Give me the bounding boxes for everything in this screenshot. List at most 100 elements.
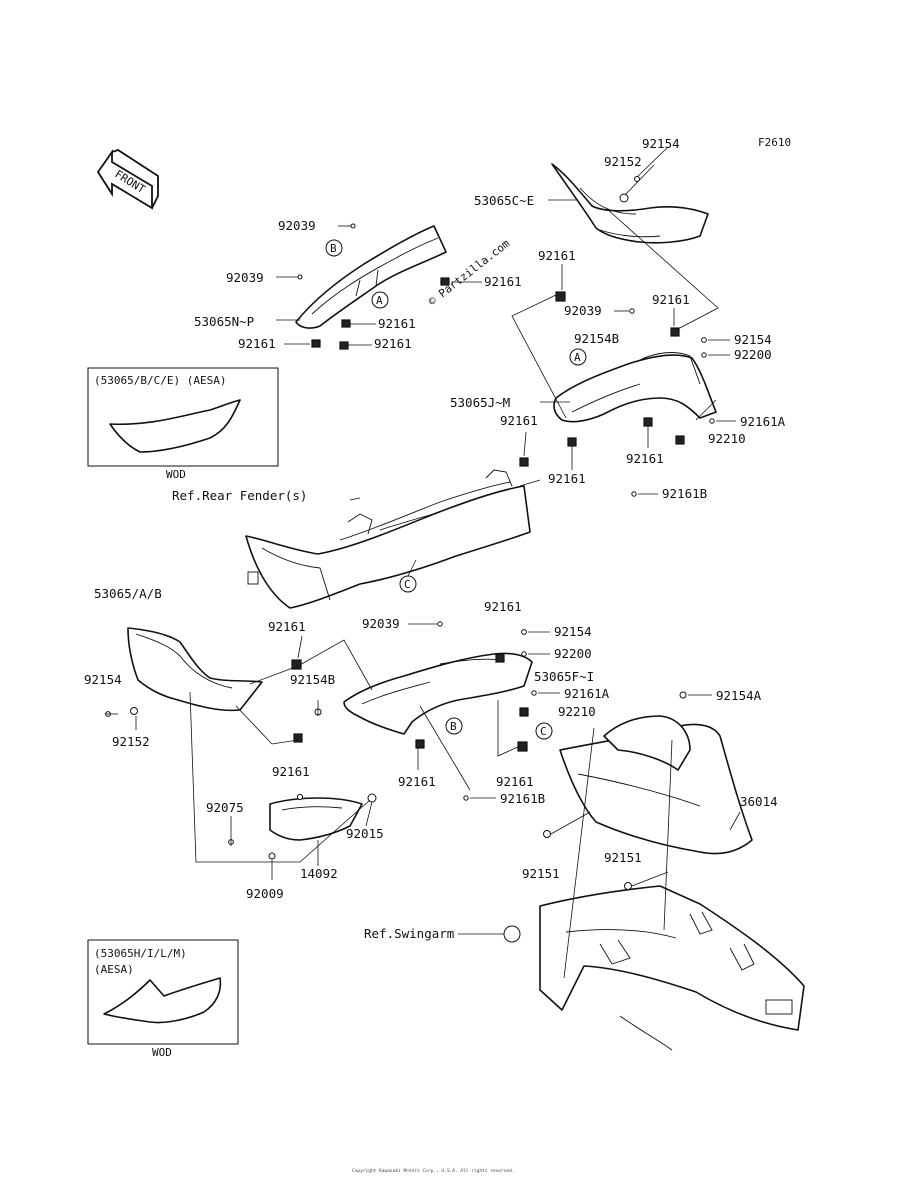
grommet-92161-m3: [643, 417, 653, 427]
side-cover-lower-left: [127, 627, 263, 712]
label-53065-A-B: 53065/A/B: [94, 586, 162, 601]
label-92152-l: 92152: [112, 734, 150, 749]
grommet-92161-m1: [555, 291, 566, 302]
clip-92161A-m: [709, 418, 715, 424]
bolt-92039-l: [437, 621, 443, 627]
label-92161-m3: 92161: [500, 413, 538, 428]
label-36014: 36014: [740, 794, 778, 809]
bolt-92154A: [679, 691, 687, 699]
svg-text:C: C: [540, 725, 547, 738]
label-92152-top: 92152: [604, 154, 642, 169]
label-92161-m2: 92161: [652, 292, 690, 307]
label-92151-b: 92151: [604, 850, 642, 865]
label-92154-l2: 92154: [554, 624, 592, 639]
inset-bottom: (53065H/I/L/M) (AESA) WOD: [87, 939, 239, 1059]
label-92039-b: 92039: [226, 270, 264, 285]
label-92039-m: 92039: [564, 303, 602, 318]
clip-92161B-l: [463, 795, 469, 801]
grommet-92161-m4: [519, 457, 529, 467]
label-92161B-l: 92161B: [500, 791, 545, 806]
bolt-92039-b: [297, 274, 303, 280]
label-14092: 14092: [300, 866, 338, 881]
label-92075: 92075: [206, 800, 244, 815]
label-92161-l1: 92161: [268, 619, 306, 634]
label-92154-l: 92154: [84, 672, 122, 687]
front-arrow-icon: FRONT: [96, 149, 159, 210]
inset-top-title: (53065/B/C/E) (AESA): [94, 374, 226, 387]
bolt-part-top: [296, 793, 304, 801]
callout-c-low: C: [535, 722, 553, 740]
bolt-92151-b: [624, 882, 632, 890]
label-92161-w2: 92161: [378, 316, 416, 331]
washer-92152-top: [619, 193, 629, 203]
swingarm-pivot: [503, 925, 521, 943]
label-92200-m: 92200: [734, 347, 772, 362]
label-92154B-m: 92154B: [574, 331, 619, 346]
grommet-92161-l4: [415, 739, 425, 749]
label-92161-w4: 92161: [374, 336, 412, 351]
label-92039-l: 92039: [362, 616, 400, 631]
inset-top: (53065/B/C/E) (AESA) WOD: [87, 367, 279, 481]
label-92154B-l: 92154B: [290, 672, 335, 687]
nut-92210-l: [519, 707, 529, 717]
label-92154A: 92154A: [716, 688, 762, 703]
callout-a-mid: A: [569, 348, 587, 366]
label-92161-l5: 92161: [496, 774, 534, 789]
label-92161B-m: 92161B: [662, 486, 707, 501]
bolt-92154-l2: [521, 629, 527, 635]
label-92161-m5: 92161: [548, 471, 586, 486]
label-92151-a: 92151: [522, 866, 560, 881]
nut-92210-m: [675, 435, 685, 445]
ref-rear-fender: Ref.Rear Fender(s): [172, 488, 307, 503]
grommet-92161-m2: [670, 327, 680, 337]
bolt-92039-a: [350, 223, 356, 229]
label-92161-w3: 92161: [238, 336, 276, 351]
washer-92152-l: [130, 707, 138, 715]
label-53065N-P: 53065N~P: [194, 314, 254, 329]
figure-code: F2610: [758, 136, 791, 149]
label-92015: 92015: [346, 826, 384, 841]
label-92200-l: 92200: [554, 646, 592, 661]
svg-text:A: A: [376, 294, 383, 307]
copyright-note: Copyright Kawasaki Motors Corp., U.S.A. …: [352, 1168, 515, 1174]
seat-cowl-left: [295, 225, 447, 329]
collar-92200-m: [701, 352, 707, 358]
label-92154-top: 92154: [642, 136, 680, 151]
label-53065J-M: 53065J~M: [450, 395, 510, 410]
grommet-92161-w4: [339, 341, 349, 350]
inset-bottom-title-2: (AESA): [94, 963, 134, 976]
svg-text:A: A: [574, 351, 581, 364]
callout-b-low: B: [445, 717, 463, 735]
clip-92161B-m: [631, 491, 637, 497]
label-92009: 92009: [246, 886, 284, 901]
grommet-92161-m5: [567, 437, 577, 447]
callout-c-mid: C: [399, 575, 417, 593]
label-92161A-l: 92161A: [564, 686, 610, 701]
seat-cover-upper-right: [551, 163, 709, 244]
grommet-92161-w2: [341, 319, 351, 328]
svg-text:C: C: [404, 578, 411, 591]
label-92161-l3: 92161: [484, 599, 522, 614]
bolt-92009: [268, 852, 276, 860]
grommet-92161-l3: [495, 653, 505, 663]
callout-b-top: B: [325, 239, 343, 257]
label-92210-l: 92210: [558, 704, 596, 719]
part-labels: 92154 92152 53065C~E 92039 92039 92161 5…: [84, 136, 786, 901]
label-92161-l4: 92161: [398, 774, 436, 789]
svg-text:B: B: [330, 242, 337, 255]
ref-swingarm: Ref.Swingarm: [364, 926, 454, 941]
inset-top-caption: WOD: [166, 468, 186, 481]
svg-text:B: B: [450, 720, 457, 733]
label-92161A-m: 92161A: [740, 414, 786, 429]
clip-92161A-l: [531, 690, 537, 696]
grommet-92161-w3: [311, 339, 321, 348]
leader-lines: [106, 146, 741, 979]
inset-bottom-title-1: (53065H/I/L/M): [94, 947, 187, 960]
rear-fender-assembly: [245, 469, 531, 609]
tail-cover-lower: [343, 652, 533, 735]
grommet-92161-l2: [293, 733, 303, 743]
label-92039-a: 92039: [278, 218, 316, 233]
small-cover-14092: [269, 797, 363, 841]
label-92161-l2: 92161: [272, 764, 310, 779]
